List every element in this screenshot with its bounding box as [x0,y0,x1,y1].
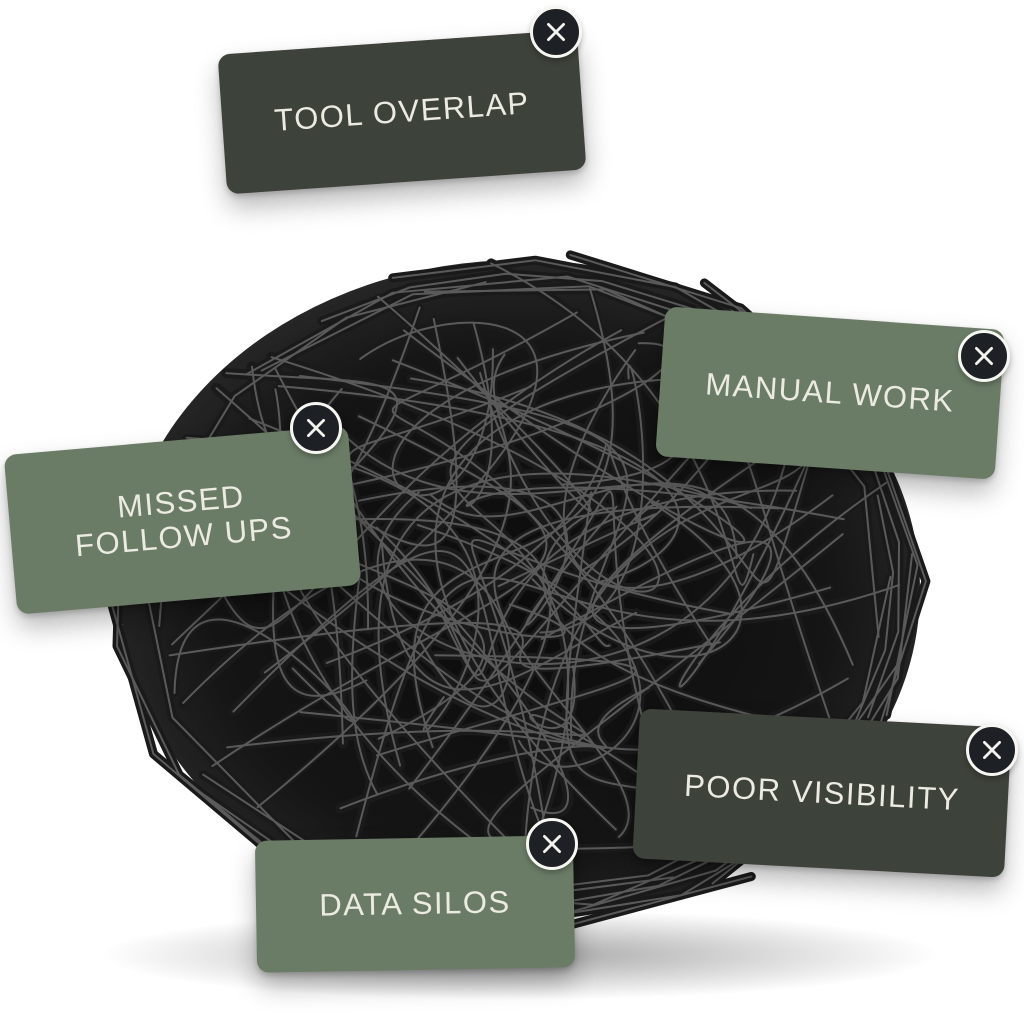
cable-highlight [540,540,773,665]
cable-highlight [315,402,738,559]
cable-highlight [391,331,645,497]
tag-label: DATA SILOS [319,883,511,923]
cable-highlight [299,686,650,749]
cable-highlight [320,272,694,323]
cable-highlight [376,377,800,665]
tag-label: TOOL OVERLAP [273,84,531,138]
cable-highlight [380,538,638,691]
cable-highlight [391,329,746,544]
cable-highlight [277,385,680,584]
cable-highlight [168,621,721,670]
cable-highlight [487,533,844,850]
cable-highlight [465,321,845,521]
close-icon [547,23,565,41]
cable-highlight [412,287,614,748]
close-icon [983,741,1001,759]
close-tool-overlap-button[interactable] [530,6,582,58]
cable-highlight [377,472,753,767]
cable-highlight [232,549,566,881]
close-icon [307,419,325,437]
close-missed-follow-ups-button[interactable] [290,402,342,454]
close-icon [975,347,993,365]
close-icon [543,835,561,853]
tag-manual-work: MANUAL WORK [655,306,1005,480]
tag-label-line-2: FOLLOW UPS [73,509,295,564]
cable-highlight [226,367,586,749]
cable-highlight [299,375,629,742]
tag-poor-visibility: POOR VISIBILITY [632,708,1012,878]
cable-highlight [256,353,512,809]
cable-highlight [351,571,379,795]
close-manual-work-button[interactable] [958,330,1010,382]
tag-missed-follow-ups: MISSED FOLLOW UPS [3,425,362,615]
tag-label: MANUAL WORK [704,365,956,419]
cable-highlight [440,489,798,676]
cable-highlight [434,377,741,831]
tag-data-silos: DATA SILOS [254,835,576,973]
cable-highlight [408,490,682,840]
tag-tool-overlap: TOOL OVERLAP [217,29,587,195]
cable-highlight [391,311,679,723]
cable-highlight [375,654,637,757]
close-poor-visibility-button[interactable] [966,724,1018,776]
cable-highlight [562,349,834,589]
cable-highlight [263,321,539,674]
cable-highlight [490,262,755,586]
tag-label: POOR VISIBILITY [683,767,961,817]
cable-highlight [678,416,888,688]
close-data-silos-button[interactable] [526,818,578,870]
